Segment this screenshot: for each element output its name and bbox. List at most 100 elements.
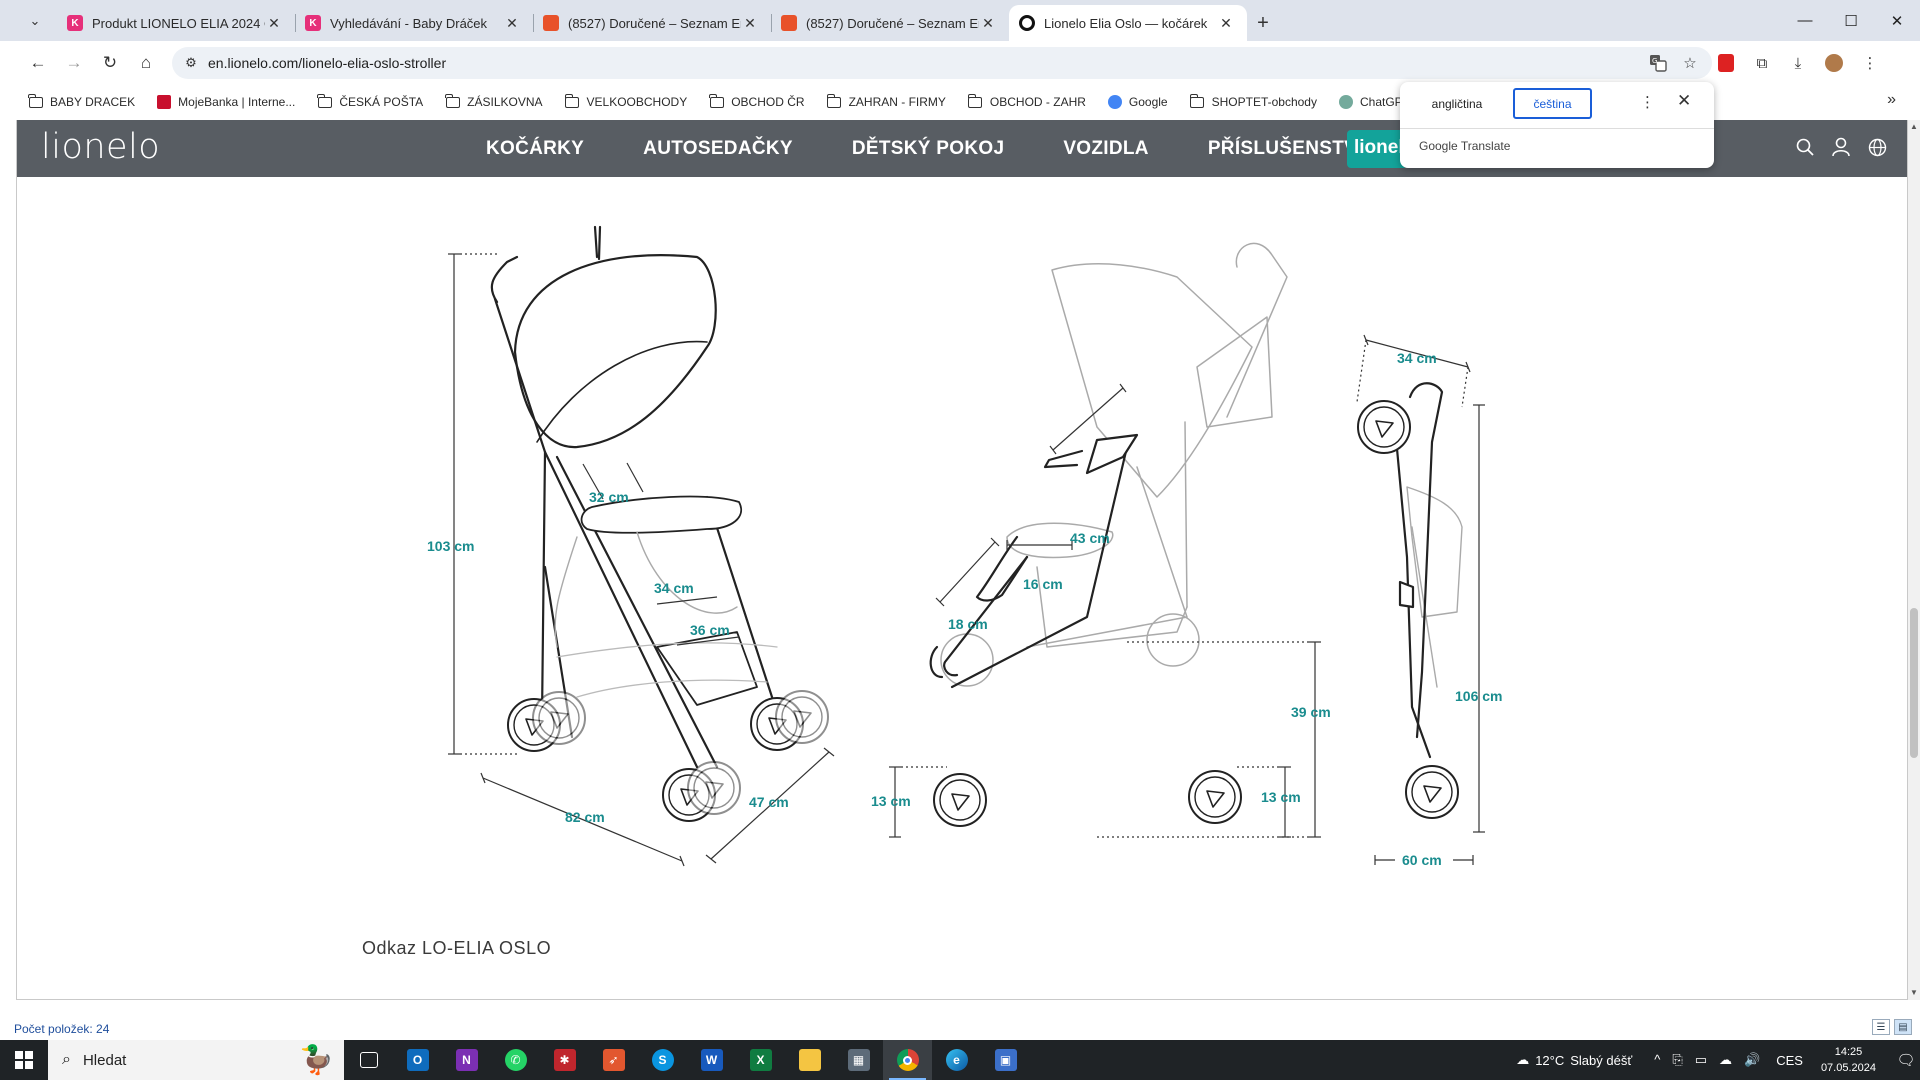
- network-icon[interactable]: ▭: [1694, 1052, 1708, 1067]
- tray-app-icon[interactable]: ⎘: [1672, 1052, 1683, 1067]
- weather-widget[interactable]: ☁ 12°C Slabý déšť: [1516, 1052, 1632, 1068]
- nav-item[interactable]: AUTOSEDAČKY: [643, 137, 793, 159]
- google-icon: [1107, 95, 1122, 109]
- arrow-left-icon: ←: [29, 53, 47, 72]
- minimize-button[interactable]: —: [1797, 12, 1813, 29]
- browser-tab[interactable]: (8527) Doručené – Seznam Email✕: [533, 5, 771, 41]
- taskbar-file-explorer[interactable]: [785, 1040, 834, 1080]
- scroll-thumb[interactable]: [1910, 608, 1918, 758]
- close-icon[interactable]: ✕: [744, 14, 756, 31]
- bookmark-star-icon[interactable]: ☆: [1683, 55, 1697, 72]
- close-icon[interactable]: ✕: [1220, 14, 1232, 31]
- scroll-up-icon[interactable]: ▲: [1910, 122, 1918, 131]
- taskbar-app-device[interactable]: ▣: [981, 1040, 1030, 1080]
- globe-icon[interactable]: [1867, 136, 1887, 158]
- browser-tab[interactable]: Lionelo Elia Oslo — kočárek ✕: [1009, 5, 1247, 41]
- extensions-puzzle-icon[interactable]: ⧉: [1756, 54, 1768, 72]
- taskbar-skype[interactable]: S: [638, 1040, 687, 1080]
- bookmark-item[interactable]: ZÁSILKOVNA: [445, 93, 543, 109]
- target-language-tab[interactable]: čeština: [1513, 88, 1592, 119]
- taskbar-clock[interactable]: 14:25 07.05.2024: [1821, 1044, 1876, 1076]
- taskbar-app-red[interactable]: ✱: [540, 1040, 589, 1080]
- translate-icon[interactable]: G: [1644, 49, 1672, 77]
- bookmark-item[interactable]: SHOPTET-obchody: [1189, 93, 1317, 109]
- bookmark-item[interactable]: ČESKÁ POŠTA: [317, 93, 423, 109]
- notification-center-icon[interactable]: 🗨: [1896, 1052, 1916, 1069]
- taskbar-calculator[interactable]: ▦: [834, 1040, 883, 1080]
- home-button[interactable]: ⌂: [132, 49, 160, 77]
- bookmark-item[interactable]: BABY DRACEK: [28, 93, 135, 109]
- bookmark-item[interactable]: ZAHRAN - FIRMY: [826, 93, 946, 109]
- folded-stroller: [1393, 382, 1463, 759]
- nav-promo-badge[interactable]: lionelo: [1347, 130, 1407, 168]
- close-icon[interactable]: ✕: [982, 14, 994, 31]
- tray-chevron-icon[interactable]: ^: [1654, 1052, 1661, 1067]
- page-scrollbar[interactable]: ▲ ▼: [1908, 120, 1920, 1000]
- taskbar-excel[interactable]: X: [736, 1040, 785, 1080]
- dimension-height-label: 103 cm: [427, 538, 474, 554]
- bookmarks-overflow-icon[interactable]: »: [1887, 91, 1896, 108]
- close-icon[interactable]: ✕: [268, 14, 280, 31]
- bookmark-item[interactable]: ChatGPT: [1338, 95, 1410, 109]
- close-window-button[interactable]: ✕: [1890, 12, 1904, 30]
- taskbar-app-orange[interactable]: ➶: [589, 1040, 638, 1080]
- tiles-view-icon[interactable]: ▤: [1894, 1019, 1912, 1035]
- back-button[interactable]: ←: [24, 49, 52, 77]
- extension-badge-icon[interactable]: [1712, 49, 1740, 77]
- tab-title: Lionelo Elia Oslo — kočárek: [1044, 15, 1208, 31]
- folder-icon: [826, 93, 842, 109]
- site-logo[interactable]: lionelo: [41, 127, 161, 167]
- onedrive-icon[interactable]: ☁: [1719, 1052, 1733, 1067]
- dimension-seat-label: 16 cm: [1023, 576, 1063, 592]
- input-language[interactable]: CES: [1776, 1052, 1803, 1068]
- outlook-icon: O: [406, 1049, 429, 1071]
- taskbar-onenote[interactable]: N: [442, 1040, 491, 1080]
- forward-button[interactable]: →: [60, 49, 88, 77]
- profile-avatar[interactable]: [1820, 49, 1848, 77]
- browser-tab[interactable]: (8527) Doručené – Seznam Email✕: [771, 5, 1009, 41]
- close-icon[interactable]: ✕: [506, 14, 518, 31]
- bookmark-item[interactable]: MojeBanka | Interne...: [157, 95, 295, 109]
- clock-date: 07.05.2024: [1820, 1062, 1876, 1074]
- nav-item[interactable]: VOZIDLA: [1063, 137, 1149, 159]
- browser-menu-icon[interactable]: ⋮: [1862, 55, 1878, 72]
- source-language-tab[interactable]: angličtina: [1431, 96, 1483, 111]
- taskbar-chrome[interactable]: [883, 1040, 932, 1080]
- task-view-button[interactable]: [344, 1040, 393, 1080]
- scroll-down-icon[interactable]: ▼: [1910, 988, 1918, 997]
- translate-close-icon[interactable]: ✕: [1677, 91, 1692, 110]
- nav-item[interactable]: DĚTSKÝ POKOJ: [851, 137, 1005, 159]
- bookmark-item[interactable]: Google: [1107, 95, 1168, 109]
- translate-menu-icon[interactable]: ⋮: [1640, 94, 1655, 111]
- nav-item[interactable]: PŘÍSLUŠENSTVÍ: [1207, 137, 1363, 159]
- tab-search-button[interactable]: ⌄: [22, 8, 48, 34]
- download-icon[interactable]: ⤓: [1794, 54, 1802, 72]
- skype-icon: S: [651, 1049, 674, 1071]
- address-bar[interactable]: ⚙ en.lionelo.com/lionelo-elia-oslo-strol…: [172, 47, 1712, 79]
- nav-item[interactable]: KOČÁRKY: [486, 137, 585, 159]
- url-text[interactable]: en.lionelo.com/lionelo-elia-oslo-strolle…: [208, 55, 447, 71]
- start-button[interactable]: [0, 1040, 48, 1080]
- tab-title: Vyhledávání - Baby Dráček: [330, 15, 488, 31]
- taskbar-search[interactable]: ⌕ Hledat 🦆: [48, 1040, 344, 1080]
- search-icon[interactable]: [1795, 136, 1815, 158]
- rocket-icon: ➶: [602, 1049, 625, 1071]
- bookmark-item[interactable]: OBCHOD ČR: [709, 93, 805, 109]
- taskbar-edge[interactable]: e: [932, 1040, 981, 1080]
- bookmark-item[interactable]: OBCHOD - ZAHR: [967, 93, 1086, 109]
- site-info-icon[interactable]: ⚙: [185, 55, 197, 70]
- bookmark-item[interactable]: VELKOOBCHODY: [564, 93, 687, 109]
- taskbar-word[interactable]: W: [687, 1040, 736, 1080]
- details-view-icon[interactable]: ☰: [1872, 1019, 1890, 1035]
- new-tab-button[interactable]: +: [1257, 11, 1269, 34]
- volume-icon[interactable]: 🔊: [1744, 1052, 1761, 1067]
- translate-brand: Google Translate: [1419, 139, 1511, 153]
- account-icon[interactable]: [1831, 136, 1851, 158]
- reload-button[interactable]: ↻: [96, 49, 124, 77]
- dimension-folded-height-label: 106 cm: [1455, 688, 1502, 704]
- taskbar-whatsapp[interactable]: ✆: [491, 1040, 540, 1080]
- maximize-button[interactable]: ☐: [1844, 12, 1858, 30]
- taskbar-outlook[interactable]: O: [393, 1040, 442, 1080]
